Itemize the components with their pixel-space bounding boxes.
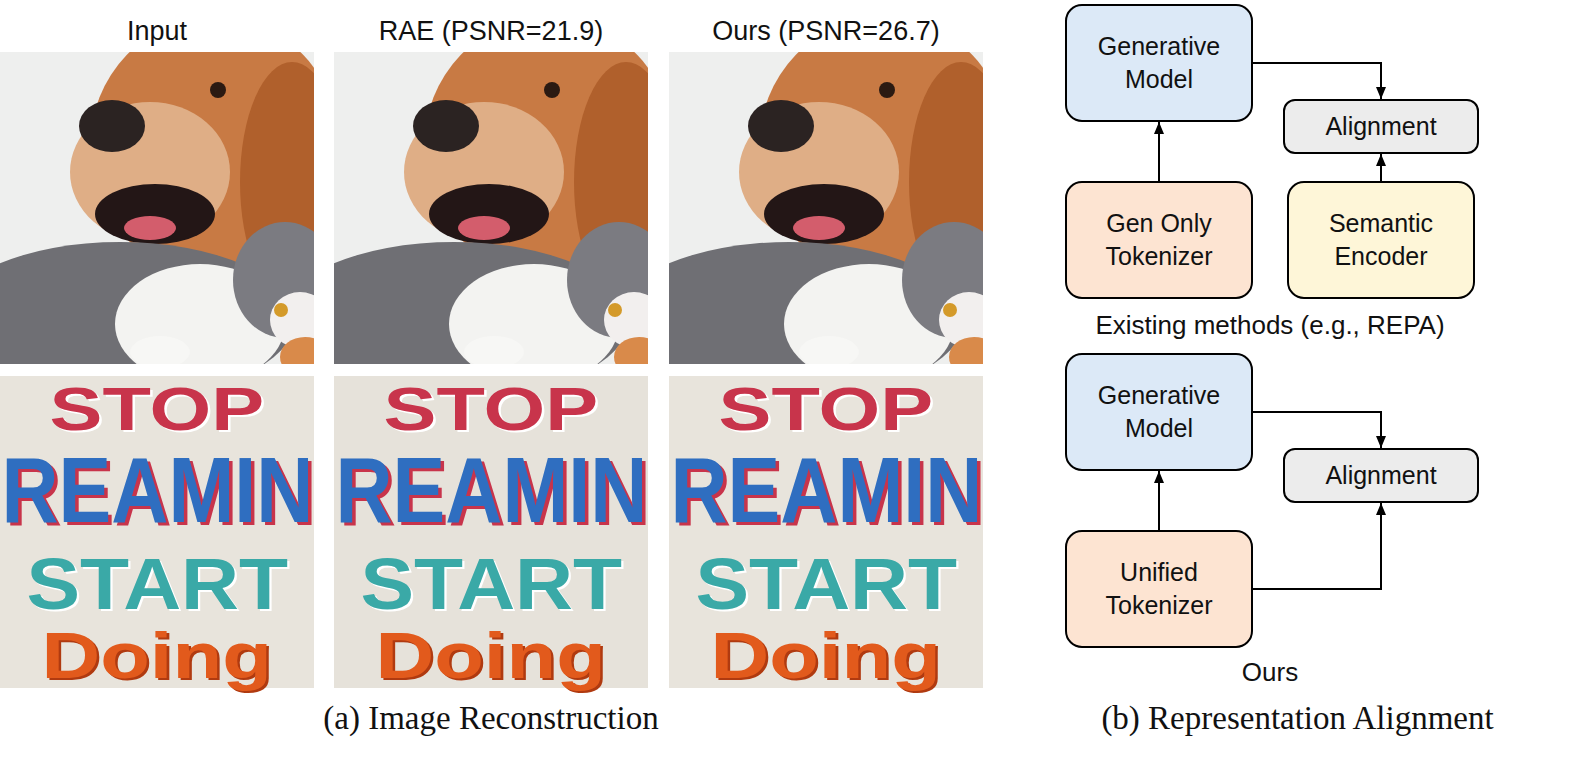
photo-text: REAMIN bbox=[0, 440, 314, 540]
node-text-group: Generative Model bbox=[1067, 379, 1251, 445]
node-label: Unified Tokenizer bbox=[1067, 556, 1251, 622]
generative-model-box: Generative Model bbox=[1065, 353, 1253, 471]
photo-text: Doing bbox=[334, 626, 648, 686]
arrow-connector bbox=[1158, 471, 1160, 530]
photo-text: REAMIN bbox=[1, 444, 313, 536]
tokenizer-box: Gen Only Tokenizer bbox=[1065, 181, 1253, 299]
node-label: Generative Model bbox=[1067, 379, 1251, 445]
alignment-box: Alignment bbox=[1283, 99, 1479, 154]
photo-text: START bbox=[360, 548, 622, 620]
photo-text: STOP bbox=[334, 380, 648, 438]
arrow-connector bbox=[1380, 154, 1382, 181]
node-label: Alignment bbox=[1315, 459, 1446, 492]
photo-text: Doing bbox=[376, 624, 606, 688]
photo-text: REAMIN bbox=[669, 440, 983, 540]
subfigure-caption: (b) Representation Alignment bbox=[1020, 696, 1575, 740]
photo-text: START bbox=[669, 546, 983, 622]
photo-text: STOP bbox=[50, 378, 265, 440]
photo-text: START bbox=[334, 546, 648, 622]
photo-text: REAMIN bbox=[670, 444, 982, 536]
encoder-box: Semantic Encoder bbox=[1287, 181, 1475, 299]
subfigure-caption: (a) Image Reconstruction bbox=[200, 696, 782, 740]
arrow-connector bbox=[1253, 63, 1381, 99]
photo-text: REAMIN bbox=[335, 444, 647, 536]
arrow-connector bbox=[1253, 412, 1381, 448]
group-caption: Ours bbox=[1170, 655, 1370, 689]
photo-text: REAMIN bbox=[334, 440, 648, 540]
photo-text-background bbox=[334, 376, 648, 688]
photo-text: Doing bbox=[669, 626, 983, 686]
node-text-group: Generative Model bbox=[1067, 30, 1251, 96]
node-text-group: Semantic Encoder bbox=[1289, 207, 1473, 273]
photo-text-background bbox=[669, 376, 983, 688]
photo-text: Doing bbox=[42, 624, 272, 688]
node-label: Semantic Encoder bbox=[1289, 207, 1473, 273]
node-label: Generative Model bbox=[1067, 30, 1251, 96]
photo-dog-cat bbox=[614, 17, 1013, 398]
node-text-group: Alignment bbox=[1315, 110, 1446, 143]
column-title: Input bbox=[0, 12, 314, 50]
photo-text: STOP bbox=[719, 378, 934, 440]
column-title: Ours (PSNR=26.7) bbox=[669, 12, 983, 50]
column-title: RAE (PSNR=21.9) bbox=[334, 12, 648, 50]
node-label: Alignment bbox=[1315, 110, 1446, 143]
photo-text: STOP bbox=[384, 378, 599, 440]
generative-model-box: Generative Model bbox=[1065, 4, 1253, 122]
node-text-group: Gen Only Tokenizer bbox=[1067, 207, 1251, 273]
photo-text: STOP bbox=[0, 380, 314, 438]
node-text-group: Unified Tokenizer bbox=[1067, 556, 1251, 622]
photo-text: START bbox=[695, 548, 957, 620]
photo-text: Doing bbox=[0, 626, 314, 686]
photo-text: START bbox=[0, 546, 314, 622]
node-text-group: Alignment bbox=[1315, 459, 1446, 492]
photo-text-background bbox=[0, 376, 314, 688]
tokenizer-box: Unified Tokenizer bbox=[1065, 530, 1253, 648]
photo-dog-cat bbox=[0, 17, 344, 398]
group-caption: Existing methods (e.g., REPA) bbox=[1040, 308, 1500, 342]
photo-text: Doing bbox=[711, 624, 941, 688]
alignment-box: Alignment bbox=[1283, 448, 1479, 503]
photo-text: START bbox=[26, 548, 288, 620]
arrow-connector bbox=[1158, 122, 1160, 181]
photo-dog-cat bbox=[279, 17, 678, 398]
node-label: Gen Only Tokenizer bbox=[1067, 207, 1251, 273]
photo-text: STOP bbox=[669, 380, 983, 438]
arrow-connector bbox=[1253, 503, 1381, 589]
